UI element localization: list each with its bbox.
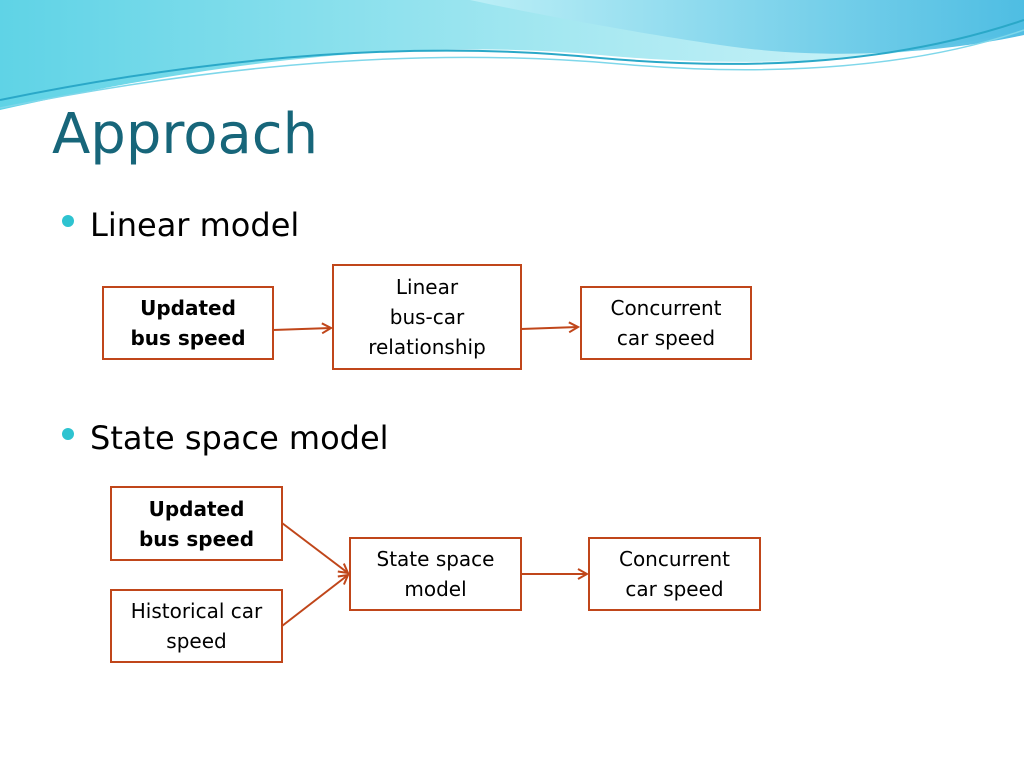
bullet-linear-model: Linear model — [62, 205, 299, 245]
bullet-text: Linear model — [90, 206, 300, 244]
node-linear-updated-bus-speed: Updated bus speed — [102, 286, 274, 360]
edge-linear-process-to-output — [520, 327, 578, 329]
node-ss-historical-car-speed: Historical car speed — [110, 589, 283, 663]
bullet-state-space-model: State space model — [62, 418, 389, 458]
edge-linear-input-to-process — [272, 328, 331, 330]
bullet-dot-icon — [62, 215, 74, 227]
edge-ss-bus-to-process — [281, 522, 348, 573]
node-ss-concurrent-car-speed: Concurrent car speed — [588, 537, 761, 611]
node-linear-bus-car-relationship: Linear bus-car relationship — [332, 264, 522, 370]
bullet-dot-icon — [62, 428, 74, 440]
header-wave-decoration — [0, 0, 1024, 110]
node-ss-updated-bus-speed: Updated bus speed — [110, 486, 283, 561]
node-linear-concurrent-car-speed: Concurrent car speed — [580, 286, 752, 360]
edge-ss-hist-to-process — [281, 575, 348, 627]
bullet-text: State space model — [90, 419, 389, 457]
node-ss-state-space-model: State space model — [349, 537, 522, 611]
slide-title: Approach — [52, 102, 319, 167]
